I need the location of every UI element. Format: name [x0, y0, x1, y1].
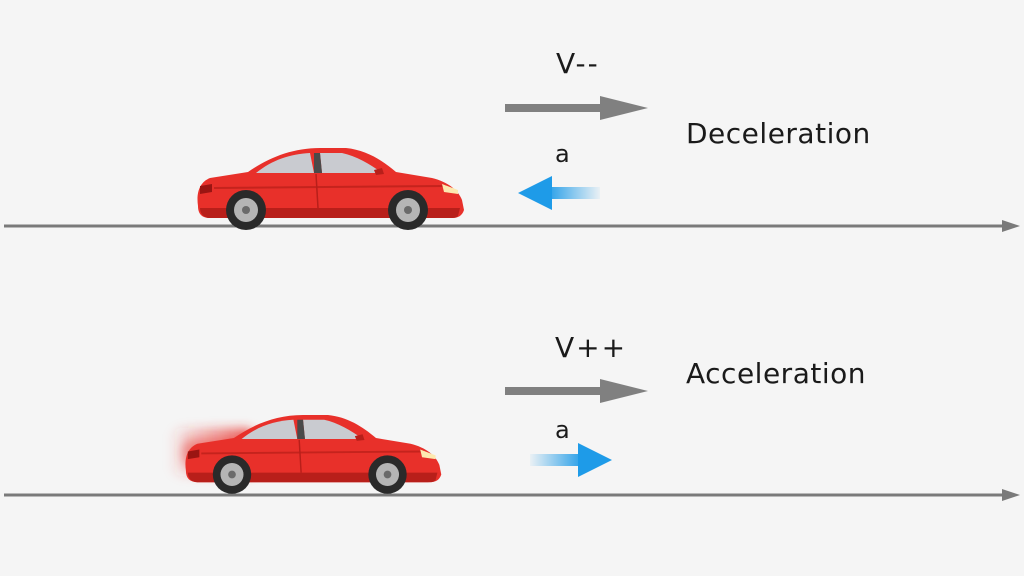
velocity-label-top: V--: [556, 47, 600, 80]
road-arrowhead-top: [1002, 220, 1020, 232]
acceleration-label-bottom: a: [555, 416, 570, 444]
motion-label-deceleration: Deceleration: [686, 117, 871, 150]
car-bottom: [184, 414, 443, 495]
acceleration-arrow-top: [518, 176, 600, 210]
car-top: [196, 147, 465, 231]
motion-label-acceleration: Acceleration: [686, 357, 866, 390]
bottom-panel: [4, 379, 1020, 501]
acceleration-label-top: a: [555, 140, 570, 168]
velocity-arrow-bottom: [505, 379, 648, 403]
road-arrowhead-bottom: [1002, 489, 1020, 501]
velocity-arrow-top: [505, 96, 648, 120]
top-panel: [4, 96, 1020, 232]
velocity-label-bottom: V++: [555, 331, 628, 364]
acceleration-arrow-bottom: [530, 443, 612, 477]
